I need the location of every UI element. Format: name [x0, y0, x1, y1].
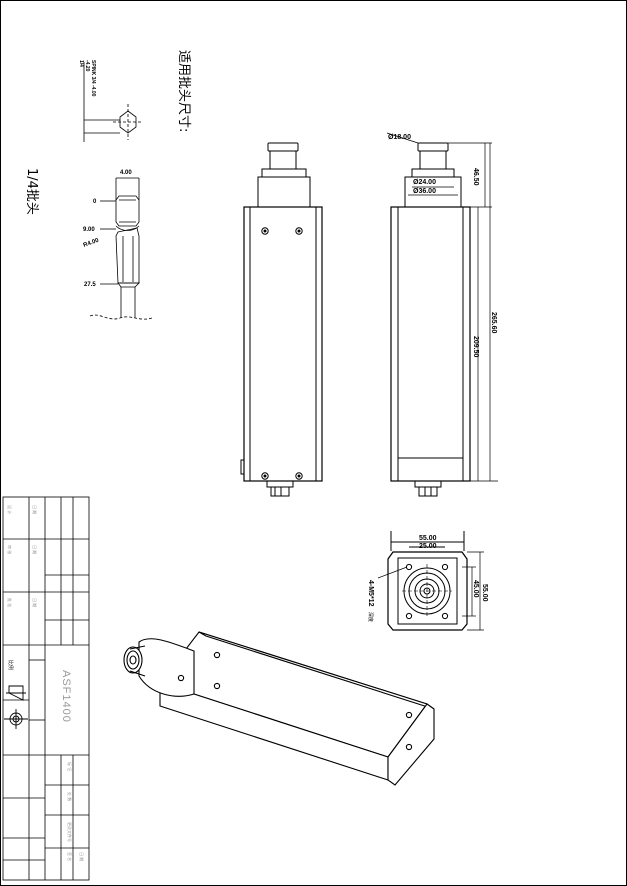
scale-label: 比例 [7, 660, 14, 670]
holes-callout: 4-M5*12 深度 [367, 580, 374, 622]
svg-text:209.50: 209.50 [472, 336, 479, 358]
bit-type-label: 1/4批头 [24, 168, 39, 215]
svg-text:审 核: 审 核 [7, 545, 13, 554]
dim-total-length: 265.60 [490, 312, 497, 334]
svg-text:日 期: 日 期 [32, 505, 38, 514]
model-number: ASF1400 [60, 670, 72, 723]
dim-inner-height: 45.00 [472, 580, 479, 598]
svg-text:-4.20: -4.20 [84, 60, 90, 72]
svg-text:27.5: 27.5 [84, 282, 96, 288]
svg-text:4-M5*12: 4-M5*12 [367, 580, 374, 607]
end-view [377, 531, 484, 631]
svg-text:Ø36.00: Ø36.00 [413, 188, 436, 195]
svg-text:9.00: 9.00 [83, 227, 95, 233]
svg-text:日 期: 日 期 [32, 598, 38, 607]
svg-text:适用批头尺寸:: 适用批头尺寸: [176, 50, 191, 132]
dim-outer-height: 55.00 [481, 584, 488, 602]
bit-size-caption: 适用批头尺寸: [176, 50, 191, 132]
svg-text:处 数: 处 数 [67, 792, 73, 801]
title-block [2, 496, 90, 881]
svg-text:Ø18.00: Ø18.00 [388, 134, 411, 141]
svg-text:ASF1400: ASF1400 [60, 670, 72, 723]
svg-text:265.60: 265.60 [490, 312, 497, 334]
svg-text:55.00: 55.00 [419, 535, 437, 542]
svg-text:25.00: 25.00 [419, 543, 437, 550]
isometric-view [123, 631, 435, 786]
svg-text:0: 0 [93, 199, 97, 205]
title-block-bottom-cells: 标 记 处 数 更改文件号 签 名 日 期 [67, 762, 85, 861]
svg-text:设 计: 设 计 [7, 505, 13, 514]
title-block-top-cells: 设 计 审 核 批 准 日 期 日 期 日 期 [7, 505, 38, 607]
svg-text:比例: 比例 [7, 660, 14, 670]
svg-text:标 记: 标 记 [67, 762, 73, 771]
svg-text:4.00: 4.00 [120, 170, 132, 176]
svg-text:45.00: 45.00 [472, 580, 479, 598]
projection-symbol-icon [4, 685, 28, 729]
svg-text:1/4批头: 1/4批头 [24, 168, 39, 215]
bit-top-view [83, 62, 143, 142]
svg-text:更改文件号: 更改文件号 [67, 822, 73, 842]
svg-text:签 名: 签 名 [67, 852, 73, 861]
svg-text:R4.00: R4.00 [83, 238, 101, 249]
bit-spec-text: SPINK 3/4 -4.00 -4.20 1/4 [78, 60, 96, 97]
bit-radius-label: R4.00 [83, 238, 101, 249]
svg-text:日 期: 日 期 [32, 545, 38, 554]
svg-text:1/4: 1/4 [78, 60, 84, 67]
svg-text:日 期: 日 期 [79, 852, 85, 861]
svg-text:批 准: 批 准 [7, 598, 13, 607]
svg-text:深度: 深度 [367, 612, 374, 622]
bit-side-view [89, 177, 153, 320]
dim-body-length: 209.50 [472, 336, 479, 358]
side-view-dimension-lines [386, 132, 498, 482]
svg-text:SPINK 3/4 -4.00: SPINK 3/4 -4.00 [90, 60, 96, 97]
dim-head-length: 46.50 [472, 168, 479, 186]
svg-text:55.00: 55.00 [481, 584, 488, 602]
side-view [390, 142, 471, 497]
front-view-screws [261, 227, 303, 480]
svg-text:Ø24.00: Ø24.00 [413, 179, 436, 186]
front-view [240, 142, 323, 497]
svg-text:46.50: 46.50 [472, 168, 479, 186]
